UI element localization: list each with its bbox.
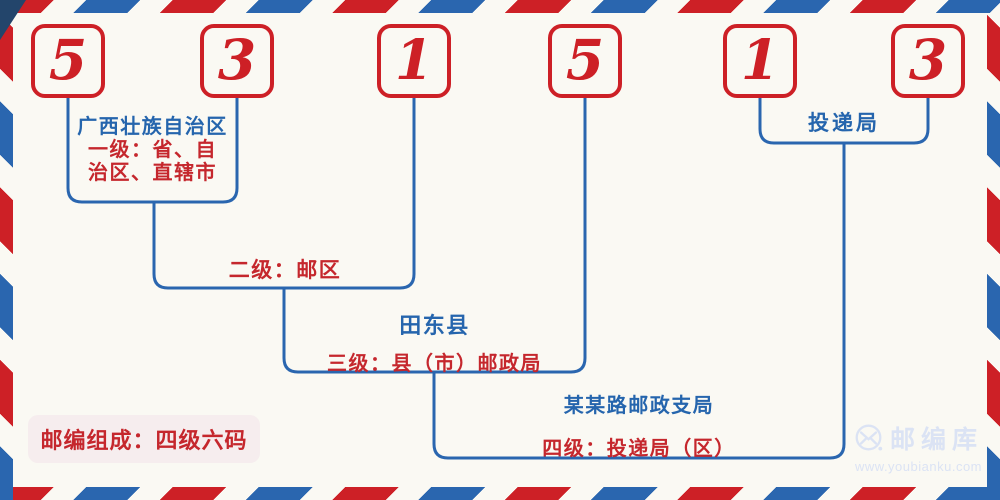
digit-3: 1 xyxy=(394,26,434,92)
watermark: 邮编库 www.youbianku.com xyxy=(855,420,990,474)
watermark-brand: 邮编库 xyxy=(890,426,984,454)
digit-box-2: 3 xyxy=(200,24,274,98)
envelope-logo-icon xyxy=(855,424,883,451)
digit-box-4: 5 xyxy=(548,24,622,98)
digit-5: 1 xyxy=(740,26,780,92)
delivery-office-label: 投递局 xyxy=(808,112,880,135)
airmail-stripes-bottom xyxy=(0,487,1000,500)
level1-region: 广西壮族自治区 xyxy=(77,116,228,138)
level1-text-line1: 一级：省、自 xyxy=(88,139,217,161)
composition-badge: 邮编组成：四级六码 xyxy=(28,415,260,463)
bracket-level4 xyxy=(432,143,846,460)
level1-label: 广西壮族自治区 一级：省、自 治区、直辖市 xyxy=(68,116,237,185)
digit-box-5: 1 xyxy=(723,24,797,98)
watermark-url: www.youbianku.com xyxy=(855,459,982,474)
level2-label: 二级：邮区 xyxy=(228,259,342,282)
digit-2: 3 xyxy=(217,26,257,92)
level4-text: 四级：投递局（区） xyxy=(542,438,736,460)
level3-text: 三级：县（市）邮政局 xyxy=(327,353,542,375)
digit-box-6: 3 xyxy=(891,24,965,98)
level1-text-line2: 治区、直辖市 xyxy=(88,162,217,184)
airmail-stripes-top xyxy=(0,0,1000,13)
level3-label: 田东县 三级：县（市）邮政局 xyxy=(284,308,585,376)
level3-place: 田东县 xyxy=(399,313,470,338)
digit-1: 5 xyxy=(48,26,88,92)
bracket-delivery xyxy=(758,98,930,145)
digit-box-3: 1 xyxy=(377,24,451,98)
airmail-stripes-left xyxy=(0,0,13,500)
airmail-stripes-right xyxy=(987,0,1000,500)
level4-place: 某某路邮政支局 xyxy=(563,395,715,417)
digit-box-1: 5 xyxy=(31,24,105,98)
digit-6: 3 xyxy=(908,26,948,92)
digit-4: 5 xyxy=(565,26,605,92)
level4-label: 某某路邮政支局 四级：投递局（区） xyxy=(434,389,844,461)
